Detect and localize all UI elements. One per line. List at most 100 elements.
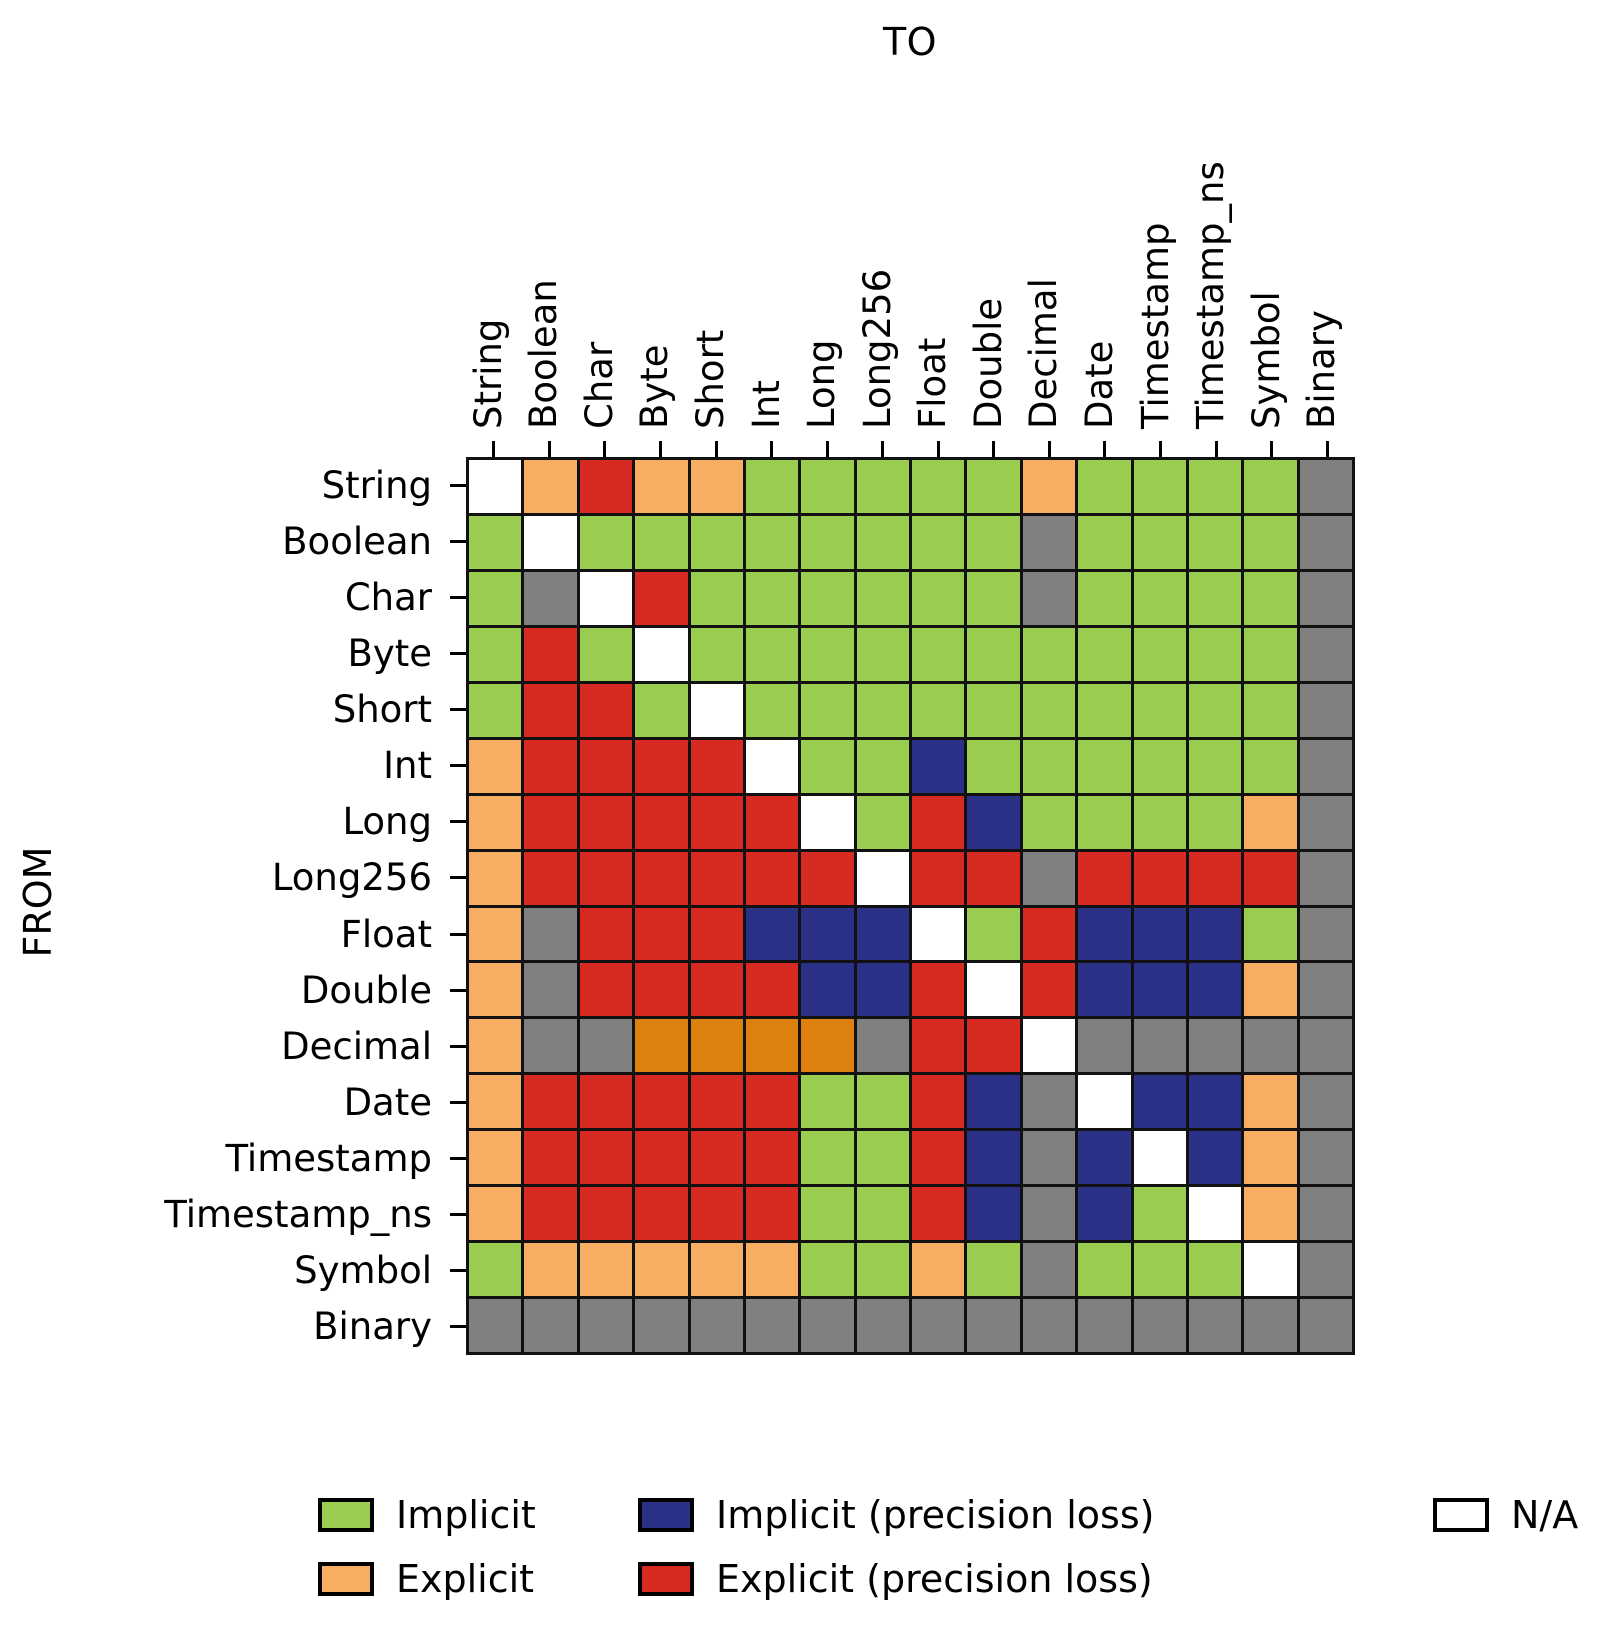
legend-item-explicit-precision-loss[interactable]: Explicit (precision loss) [638, 1557, 1433, 1601]
matrix-cell [1299, 1019, 1352, 1073]
matrix-cell [1133, 1243, 1186, 1297]
matrix-cell [469, 795, 522, 849]
matrix-cell [1188, 1019, 1242, 1073]
legend-item-explicit[interactable]: Explicit [318, 1557, 638, 1601]
column-tick [855, 441, 911, 457]
matrix-cell [912, 515, 965, 569]
legend-swatch-explicit [318, 1562, 374, 1596]
matrix-cell [1133, 460, 1186, 513]
matrix-cell [1022, 795, 1076, 849]
matrix-cell [1078, 683, 1131, 737]
matrix-cell [1022, 1131, 1076, 1185]
matrix-cell [912, 795, 965, 849]
legend-item-na[interactable]: N/A [1433, 1493, 1578, 1537]
matrix-cell [690, 1019, 743, 1073]
column-label-date: Date [1077, 340, 1121, 429]
row-tick [450, 682, 466, 738]
matrix-cell [1188, 739, 1242, 793]
legend-item-implicit[interactable]: Implicit [318, 1493, 638, 1537]
column-label-double: Double [966, 297, 1010, 429]
matrix-cell [856, 571, 909, 625]
matrix-cell [1078, 1299, 1131, 1352]
matrix-cell [1078, 795, 1131, 849]
matrix-cell [967, 515, 1020, 569]
matrix-cell [1188, 571, 1242, 625]
matrix-cell [524, 1243, 577, 1297]
row-tick [450, 569, 466, 625]
matrix-cell [690, 1243, 743, 1297]
matrix-cell [967, 627, 1020, 681]
legend-label-na: N/A [1511, 1493, 1579, 1537]
matrix-cell [1022, 571, 1076, 625]
matrix-cell [801, 571, 854, 625]
matrix-cell [524, 683, 577, 737]
matrix-cell [1244, 683, 1297, 737]
matrix-cell [1078, 1019, 1131, 1073]
matrix-cell [856, 1187, 909, 1241]
tick-mark [450, 1157, 466, 1161]
legend-label-explicit: Explicit [396, 1557, 535, 1601]
matrix-cell [469, 963, 522, 1017]
matrix-cell [745, 963, 799, 1017]
matrix-cell [856, 1243, 909, 1297]
tick-mark [450, 651, 466, 655]
matrix-cell [745, 795, 799, 849]
matrix-cell [579, 1187, 633, 1241]
column-label-decimal: Decimal [1022, 278, 1066, 429]
column-label-slot: Byte [633, 0, 689, 437]
matrix-cell [967, 795, 1020, 849]
matrix-cell [912, 1243, 965, 1297]
matrix-cell [745, 571, 799, 625]
matrix-cell [1022, 1243, 1076, 1297]
matrix-cell [1299, 1299, 1352, 1352]
matrix-cell [579, 683, 633, 737]
column-label-symbol: Symbol [1244, 291, 1288, 429]
matrix-cell [1299, 683, 1352, 737]
column-label-byte: Byte [633, 344, 677, 429]
matrix-cell [1022, 739, 1076, 793]
column-label-timestamp: Timestamp [1133, 222, 1177, 429]
matrix-cell [1299, 851, 1352, 905]
matrix-cell [912, 1131, 965, 1185]
matrix-cell [1244, 1299, 1297, 1352]
matrix-cell [856, 1299, 909, 1352]
matrix-cell [745, 739, 799, 793]
matrix-cell [579, 1019, 633, 1073]
matrix-cell [1244, 739, 1297, 793]
matrix-cell [745, 627, 799, 681]
matrix-cell [690, 1131, 743, 1185]
matrix-cell [1133, 795, 1186, 849]
matrix-cell [579, 739, 633, 793]
matrix-cell [967, 851, 1020, 905]
matrix-cell [635, 1075, 688, 1129]
column-label-slot: Long256 [855, 0, 911, 437]
matrix-cell [469, 851, 522, 905]
matrix-cell [745, 1075, 799, 1129]
column-tick [522, 441, 578, 457]
matrix-cell [745, 907, 799, 961]
tick-mark [714, 441, 718, 457]
row-tick [450, 513, 466, 569]
row-tick [450, 794, 466, 850]
column-tick [1133, 441, 1189, 457]
matrix-cell [1299, 963, 1352, 1017]
matrix-cell [912, 739, 965, 793]
axis-title-to-text: TO [882, 20, 938, 64]
tick-mark [992, 441, 996, 457]
row-label-symbol: Symbol [294, 1249, 432, 1293]
matrix-cell [1244, 907, 1297, 961]
tick-mark [450, 932, 466, 936]
column-label-boolean: Boolean [522, 279, 566, 429]
matrix-cell [524, 1187, 577, 1241]
matrix-cell [579, 460, 633, 513]
matrix-cell [690, 851, 743, 905]
matrix-cell [745, 683, 799, 737]
matrix-cell [1078, 515, 1131, 569]
matrix-cell [1299, 795, 1352, 849]
matrix-cell [524, 795, 577, 849]
matrix-cell [1022, 683, 1076, 737]
legend-item-implicit-precision-loss[interactable]: Implicit (precision loss) [638, 1493, 1433, 1537]
column-label-slot: Timestamp_ns [1188, 0, 1244, 437]
matrix-cell [801, 851, 854, 905]
column-label-slot: Int [744, 0, 800, 437]
